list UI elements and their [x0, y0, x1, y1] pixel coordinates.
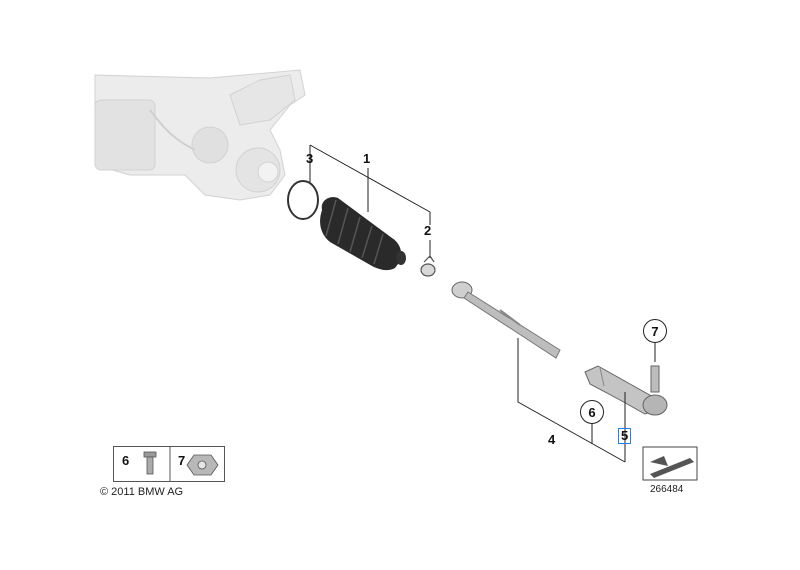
callout-3: 3 [306, 151, 314, 166]
callout-6: 6 [580, 400, 604, 424]
callout-5-selected[interactable]: 5 [618, 428, 632, 444]
view-orientation-icon [642, 446, 698, 481]
leader-lines-bottom [517, 338, 656, 463]
callout-4: 4 [548, 432, 556, 447]
steering-rack-housing [94, 69, 306, 201]
part-1-bellows-boot [320, 197, 406, 271]
part-4-tie-rod [451, 281, 561, 359]
copyright-text: © 2011 BMW AG [100, 486, 184, 498]
callout-2: 2 [424, 223, 432, 238]
legend-nut-number: 7 [178, 453, 186, 468]
part-2-clamp [420, 255, 436, 277]
legend-nut-icon [186, 454, 219, 476]
legend-bolt-icon [143, 451, 157, 475]
callout-1: 1 [363, 151, 371, 166]
callout-7: 7 [643, 319, 667, 343]
legend-bolt-number: 6 [122, 453, 130, 468]
fastener-legend: 6 7 [113, 446, 225, 482]
part-3-ring [287, 180, 319, 220]
part-5-tie-rod-end [584, 365, 668, 416]
diagram-number: 266484 [650, 484, 684, 495]
leader-lines-top [309, 144, 431, 258]
